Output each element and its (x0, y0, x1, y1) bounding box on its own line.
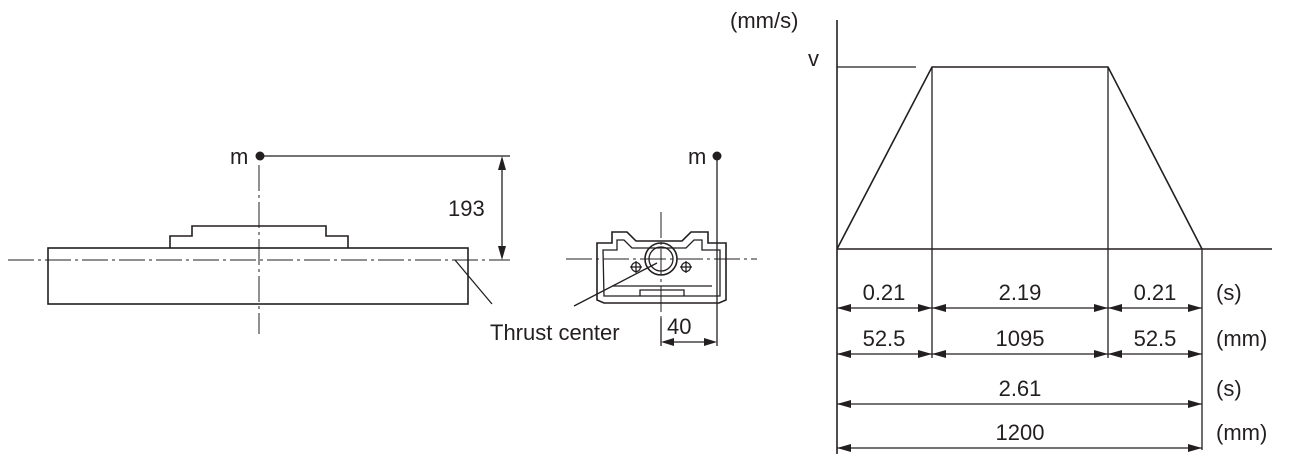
arrow (1108, 350, 1122, 358)
time-unit: (s) (1216, 280, 1242, 305)
height-label: 193 (448, 196, 485, 221)
mass-point (255, 151, 265, 161)
arrow (837, 400, 851, 408)
accel-time: 0.21 (863, 280, 906, 305)
y-unit-label: (mm/s) (730, 8, 798, 33)
offset-label: 40 (667, 314, 691, 339)
arrow (1188, 304, 1202, 312)
distance-unit: (mm) (1216, 326, 1267, 351)
arrow (837, 350, 851, 358)
front-mass-point (712, 151, 722, 161)
rail-body (47, 247, 469, 305)
arrow (1188, 350, 1202, 358)
side-view: m 193 (8, 144, 510, 334)
arrow (932, 350, 946, 358)
distance-segment-row: 52.5 1095 52.5 (mm) (837, 326, 1267, 358)
velocity-trapezoid (836, 66, 1203, 250)
height-arrow-bottom (498, 246, 506, 260)
total-distance-unit: (mm) (1216, 420, 1267, 445)
decel-distance: 52.5 (1134, 326, 1177, 351)
side-leader-line (454, 259, 493, 305)
front-outer-profile (596, 231, 727, 304)
front-inner-profile (602, 239, 721, 297)
total-time-unit: (s) (1216, 376, 1242, 401)
time-segment-row: 0.21 2.19 0.21 (s) (837, 280, 1242, 312)
arrow (837, 304, 851, 312)
arrow (918, 304, 932, 312)
const-time: 2.19 (999, 280, 1042, 305)
arrow (932, 304, 946, 312)
arrow (1094, 350, 1108, 358)
thrust-center-label: Thrust center (490, 320, 620, 345)
accel-distance: 52.5 (863, 326, 906, 351)
total-distance-row: 1200 (mm) (837, 420, 1267, 452)
arrow (1188, 444, 1202, 452)
total-time: 2.61 (999, 376, 1042, 401)
decel-time: 0.21 (1134, 280, 1177, 305)
total-distance: 1200 (996, 420, 1045, 445)
front-bottom-slot (639, 289, 685, 296)
mass-label: m (230, 144, 248, 169)
offset-arrow-left (661, 338, 674, 346)
arrow (1188, 400, 1202, 408)
front-mass-label: m (688, 144, 706, 169)
thrust-leader-line (573, 262, 658, 307)
offset-arrow-right (704, 338, 717, 346)
arrow (918, 350, 932, 358)
front-view: m Thrust center 40 (490, 144, 757, 346)
height-arrow-top (498, 156, 506, 170)
arrow (837, 444, 851, 452)
arrow (1094, 304, 1108, 312)
v-label: v (808, 46, 819, 71)
const-distance: 1095 (996, 326, 1045, 351)
arrow (1108, 304, 1122, 312)
total-time-row: 2.61 (s) (837, 376, 1242, 408)
velocity-profile: (mm/s) v 0.21 2.19 0.21 (s) (730, 8, 1272, 454)
